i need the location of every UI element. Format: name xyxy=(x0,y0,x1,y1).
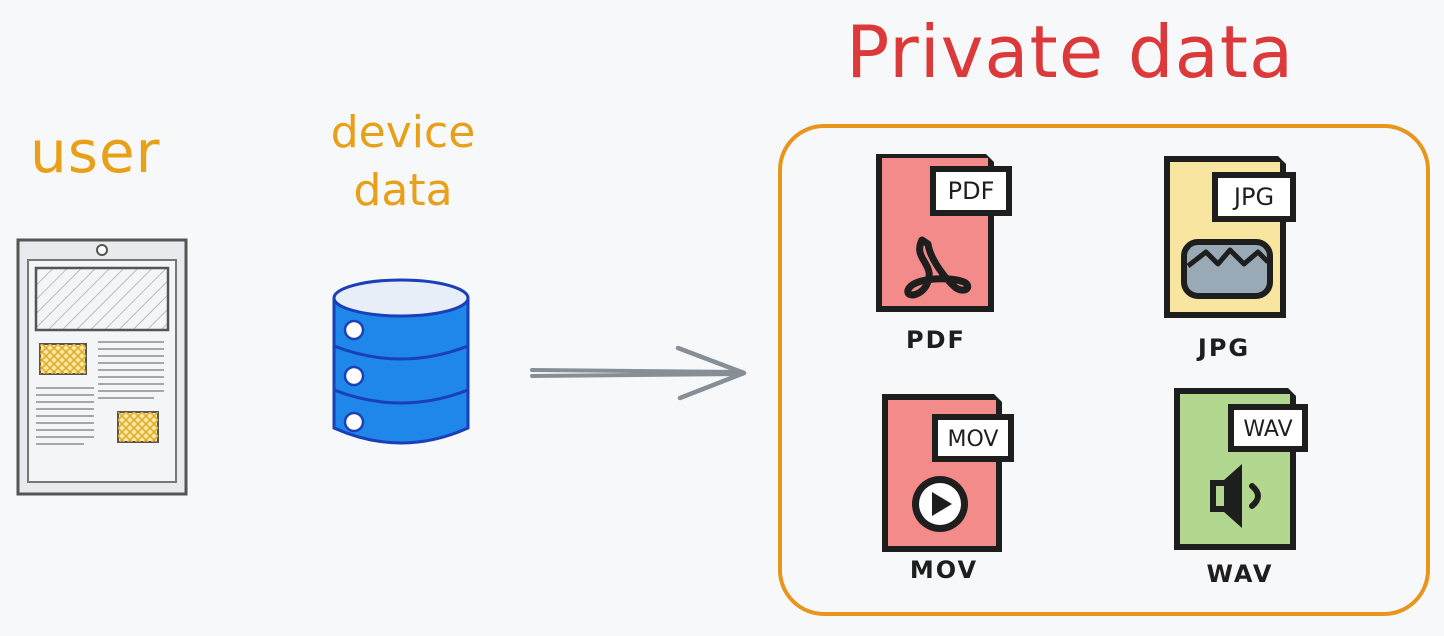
mov-file-icon: MOV xyxy=(882,394,1014,552)
database-icon xyxy=(332,278,470,445)
wav-caption: WAV xyxy=(1206,560,1274,588)
tablet-icon xyxy=(16,238,188,496)
user-label: user xyxy=(30,118,161,186)
device-data-label-line1: device xyxy=(330,107,476,158)
jpg-caption: JPG xyxy=(1197,334,1251,362)
jpg-file-icon: JPG xyxy=(1164,156,1296,318)
private-data-box xyxy=(778,124,1430,616)
mov-caption: MOV xyxy=(909,556,979,584)
device-data-label: device data xyxy=(318,104,488,220)
pdf-file-icon: PDF xyxy=(876,154,1012,312)
private-data-title: Private data xyxy=(846,10,1295,94)
pdf-caption: PDF xyxy=(906,326,966,354)
pdf-badge-text: PDF xyxy=(948,177,995,205)
wav-badge-text: WAV xyxy=(1243,417,1292,442)
wav-file-icon: WAV xyxy=(1174,388,1308,550)
jpg-badge-text: JPG xyxy=(1232,183,1274,211)
arrow-icon xyxy=(530,345,747,401)
mov-badge-text: MOV xyxy=(948,427,999,452)
device-data-label-line2: data xyxy=(353,165,453,216)
